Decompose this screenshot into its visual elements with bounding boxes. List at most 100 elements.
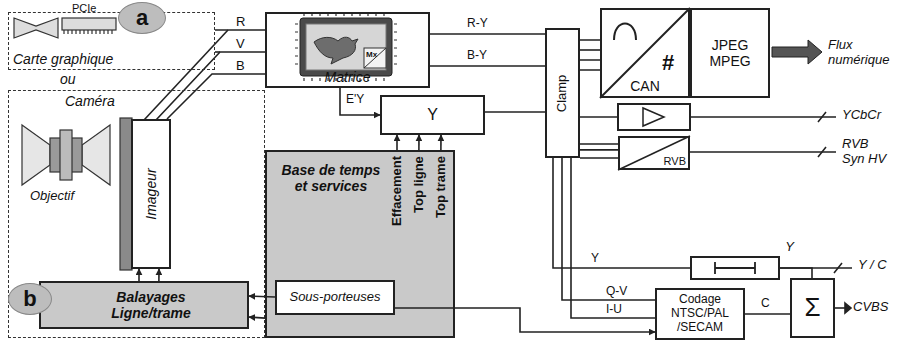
node-text: Carte graphique xyxy=(13,51,113,67)
signal-label: R-Y xyxy=(466,17,489,30)
camera-lens xyxy=(60,130,72,180)
signal-line xyxy=(580,149,618,151)
pcie-connector xyxy=(14,18,116,38)
output-lines xyxy=(818,112,842,273)
signal-line xyxy=(158,269,160,281)
adc-symbol xyxy=(614,24,636,41)
rvb-converter-symbol xyxy=(618,136,690,170)
amplifier-box xyxy=(643,108,664,126)
signal-line xyxy=(553,158,690,268)
output-name: Y / C xyxy=(858,258,887,273)
matrix-chip xyxy=(300,18,392,76)
signal-line xyxy=(485,111,545,113)
clamp-bus-lines xyxy=(580,144,618,158)
pcie-connector xyxy=(64,30,112,34)
pcie-connector xyxy=(62,18,116,30)
luma-box: Y xyxy=(380,95,485,135)
rvb-bus xyxy=(144,30,228,120)
signal-label: B-Y xyxy=(466,49,488,62)
pcie-connector xyxy=(14,18,58,38)
signal-label: C xyxy=(760,297,771,310)
adc-symbol xyxy=(600,8,690,98)
timebase-box: Base de temps et servicesEffacement Top l… xyxy=(265,150,455,338)
camera-lens xyxy=(82,125,110,185)
rvb-bus xyxy=(156,52,265,120)
node-text: Clamp xyxy=(555,74,570,112)
amplifier-box xyxy=(618,104,690,130)
node-text: Imageur xyxy=(143,168,159,219)
digital-symbol: # xyxy=(662,50,674,75)
signal-line xyxy=(562,158,655,300)
callout-letter: b xyxy=(8,283,52,315)
adc-symbol xyxy=(600,8,690,98)
matrix-box: Matrice xyxy=(265,12,430,88)
matrix-chip xyxy=(364,48,386,68)
signal-line xyxy=(167,74,265,119)
signal-label: E'Y xyxy=(345,93,365,106)
node-text: Top trame xyxy=(434,156,448,218)
note-text: ou xyxy=(60,71,76,87)
node-text: b xyxy=(23,286,36,311)
camera-lens xyxy=(22,125,50,185)
signal-line xyxy=(396,135,398,150)
output-name: CVBS xyxy=(853,300,888,315)
imager-box: Imageur xyxy=(131,119,171,269)
signal-line xyxy=(430,65,545,67)
summing-box: Σ xyxy=(790,278,835,338)
signal-line xyxy=(249,296,275,297)
node-text: a xyxy=(136,5,148,30)
signal-line xyxy=(780,268,812,278)
signal-line xyxy=(215,29,265,31)
clamp-box: Clamp xyxy=(545,28,580,158)
clamp-bus-lines xyxy=(580,40,618,158)
node-text: Σ xyxy=(804,293,820,323)
delay-line-symbol xyxy=(715,262,755,274)
codec-box: JPEG MPEG xyxy=(690,8,770,98)
output-name: YCbCr xyxy=(842,108,881,123)
matrix-chip xyxy=(306,24,386,70)
signal-line xyxy=(571,158,655,318)
node-text: Matrice xyxy=(267,69,428,85)
output-name: RVB Syn HV xyxy=(842,137,890,167)
chip-marking: Mx xyxy=(366,50,377,59)
output-lines xyxy=(690,117,852,268)
node-text: Balayages Ligne/trame xyxy=(82,289,206,321)
signal-label: Y xyxy=(590,252,600,265)
callout-letter: a xyxy=(118,2,166,34)
subcarrier-box: Sous-porteuses xyxy=(275,280,395,315)
matrix-chip xyxy=(314,37,358,64)
clamp-bus-lines xyxy=(580,116,618,118)
signal-line xyxy=(138,269,140,281)
camera-lens xyxy=(22,125,110,185)
signal-line xyxy=(745,313,790,315)
node-text: Top ligne xyxy=(412,156,426,213)
node-text: RVB xyxy=(664,155,686,167)
node-text: Y xyxy=(785,239,794,254)
connector-name: PCIe xyxy=(72,2,96,15)
rvb-bus xyxy=(144,30,265,120)
rvb-bus xyxy=(215,51,220,53)
digital-stream-arrow xyxy=(772,40,822,64)
clamp-bus-lines xyxy=(580,40,600,70)
signal-line xyxy=(340,88,380,115)
rvb-converter-symbol xyxy=(618,136,690,170)
rgb-output-box: RVB xyxy=(618,136,690,170)
output-name: Flux numérique xyxy=(828,38,902,68)
node-text: CAN xyxy=(602,78,688,94)
amplifier-box xyxy=(618,104,690,130)
output-lines xyxy=(835,307,845,309)
digital-stream-arrow xyxy=(772,40,822,64)
graphics-card-region: Carte graphique xyxy=(8,12,215,70)
delay-line-symbol xyxy=(715,262,755,274)
signal-name: V xyxy=(236,37,245,52)
node-text: Y xyxy=(427,106,438,124)
encoder-box: Codage NTSC/PAL /SECAM xyxy=(655,288,745,340)
signal-line xyxy=(580,49,600,51)
node-text: Codage NTSC/PAL /SECAM xyxy=(665,293,735,334)
node-text: Caméra xyxy=(65,93,115,109)
delay-line-box: Y xyxy=(690,256,780,280)
output-lines xyxy=(845,303,851,313)
node-text: Effacement xyxy=(390,156,404,226)
node-text: Base de temps et services xyxy=(275,162,387,194)
